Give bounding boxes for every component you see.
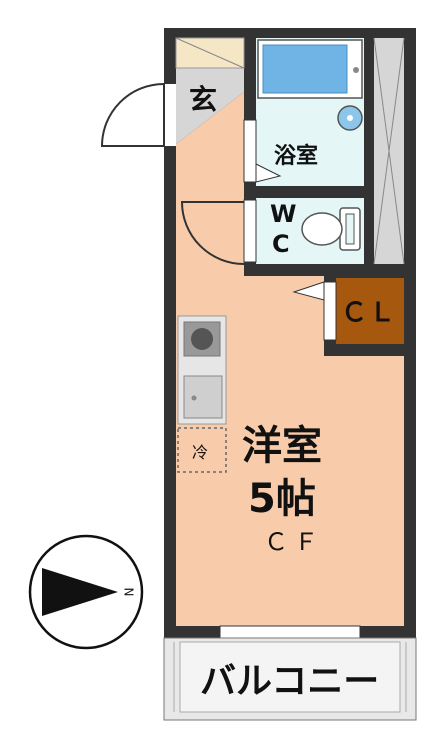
bathroom-drain [347,115,353,121]
toilet-label-bottom: C [272,230,290,258]
closet-floor [336,278,404,344]
pipe-shaft-cross-2 [373,37,405,265]
toilet-bowl [301,212,343,246]
refrigerator-label: 冷 [192,443,209,462]
main-room-floor [176,92,404,626]
refrigerator-space [177,427,227,473]
compass-north-label: N [122,588,136,597]
kitchen-sink [183,375,223,419]
main-room-floor: ＣＦ [264,528,324,556]
toilet-tank-inner [345,213,355,245]
balcony-window [219,625,361,639]
bathroom-door [243,119,257,183]
bathroom-label: 浴室 [274,144,319,169]
bathtub-basin [262,44,348,94]
compass-arrow [42,568,118,616]
entrance-door-swing [100,82,165,147]
closet-label: ＣＬ [341,298,398,328]
shoe-box-diagonal [175,37,245,69]
entrance-label: 玄 [189,83,218,116]
toilet-door [243,199,257,263]
bathroom-door-swing [255,163,282,183]
main-room-name: 洋室 [242,423,322,469]
balcony-label: バルコニー [200,661,380,702]
balcony-inner [179,641,401,713]
sink-drain [191,395,197,401]
closet-door-swing [292,281,325,301]
toilet-label-top: W [270,200,297,228]
closet-door [323,281,337,341]
faucet [353,67,359,73]
stove-burner [191,328,213,350]
entrance-door-frame [164,84,176,146]
toilet-door-swing [180,201,245,265]
main-room-size: 5帖 [248,476,316,522]
entrance-floor [176,68,244,144]
